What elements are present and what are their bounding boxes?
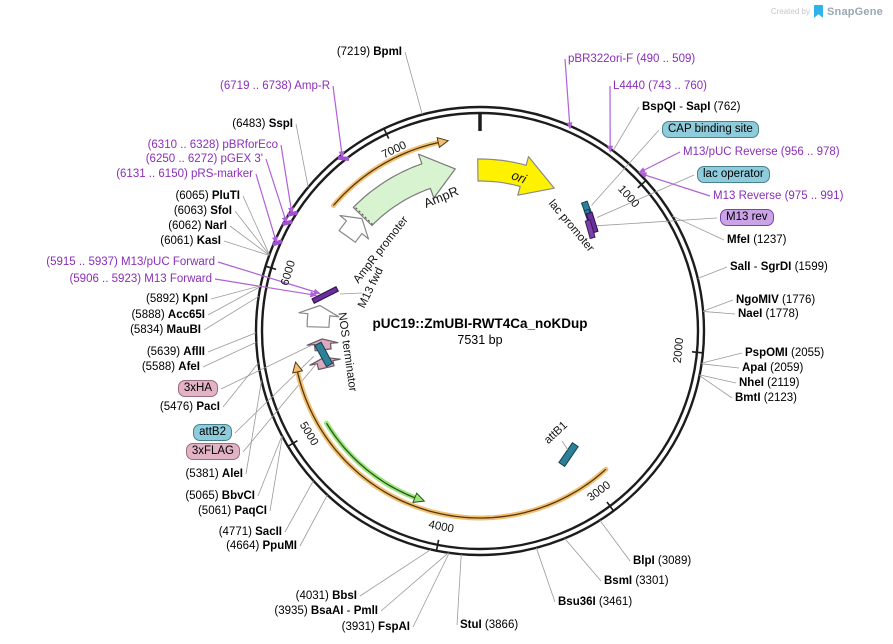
callout-line-kasi [223, 240, 270, 256]
backbone-ring-0 [254, 105, 706, 557]
callout-line-m13-forward-primer [214, 278, 316, 296]
plasmid-size: 7531 bp [457, 333, 503, 347]
callout-line-bspqi-sapi [612, 106, 640, 151]
cassette-arc-head [292, 361, 304, 374]
callout-line-naei [703, 311, 736, 315]
attb1-bar [558, 442, 579, 468]
tick-label-6000: 6000 [279, 259, 298, 287]
m13-fwd-bar [311, 286, 339, 304]
callout-line-apai [701, 363, 740, 369]
callout-line-m13-reverse-primer [640, 173, 711, 197]
ori-label: ori [510, 167, 530, 187]
callout-line-3xflag [242, 364, 316, 453]
callout-line-bbsi [359, 549, 432, 597]
tick-1000 [637, 179, 647, 189]
callout-line-m13-rev [593, 217, 718, 227]
callout-line-ngomiv [702, 299, 734, 312]
callout-line-paci [222, 362, 259, 408]
watermark: Created by SnapGene [771, 5, 883, 18]
callout-arrowhead-pbr322ori-f-primer [566, 122, 573, 130]
callout-line-stui [456, 554, 462, 626]
callout-line-amp-r-primer [332, 85, 343, 157]
tick-2000 [691, 351, 704, 354]
callout-line-kpni [210, 285, 261, 300]
amp-r-primer-mark [337, 155, 350, 162]
callout-line-ppumi [299, 494, 328, 547]
callout-line-pbr322ori-f-primer [564, 58, 571, 129]
callout-arrowhead-m13-puc-forward-primer [313, 288, 321, 295]
callout-line-m13-puc-forward-primer [217, 261, 320, 294]
ori-arrow [477, 156, 555, 196]
callout-line-bmti [699, 375, 733, 399]
callout-line-bpmi [404, 51, 423, 115]
orf-arc-green-band [324, 420, 418, 501]
tick-5000 [287, 439, 298, 448]
callout-line-bsu36i [535, 547, 556, 603]
ampr-gene-arrow [352, 153, 456, 227]
callout-line-paqci [269, 436, 283, 512]
tick-4000 [435, 539, 440, 552]
callout-line-sacii [284, 480, 314, 533]
callout-line-pspomi [701, 352, 743, 364]
attb1-label: attB1 [542, 419, 570, 446]
plasmid-name: pUC19::ZmUBI-RWT4Ca_noKDup [372, 316, 588, 331]
tick-label-4000: 4000 [427, 519, 454, 536]
callout-line-bbvci [257, 435, 283, 497]
tick-3000 [606, 501, 615, 512]
callout-line-aflii [207, 332, 257, 353]
watermark-created-by: Created by [770, 7, 810, 16]
m13-rev-bar [584, 219, 596, 240]
callout-line-prs-marker-primer [255, 173, 277, 243]
ampr-promoter-arrow [338, 214, 370, 243]
callout-line-alei [245, 380, 262, 475]
callout-line-bsaai-pmli [380, 552, 449, 612]
watermark-brand: SnapGene [826, 5, 883, 18]
callout-line-sali-sgrdi [697, 266, 728, 279]
attb2-bar [314, 341, 334, 368]
nos-terminator-label: NOS terminator [335, 312, 358, 393]
snapgene-logo-icon [813, 5, 823, 18]
callout-line-acc65i [207, 286, 261, 316]
tick-label-1000: 1000 [615, 183, 641, 210]
callout-line-pbrforeco-primer [280, 144, 293, 214]
pgex-3-primer-mark [281, 219, 293, 227]
callout-arrowhead-m13-forward-primer [309, 291, 318, 298]
callout-line-afei [202, 341, 257, 368]
nos-terminator-arrow [298, 304, 340, 328]
plasmid-title: pUC19::ZmUBI-RWT4Ca_noKDup 7531 bp [373, 316, 588, 347]
callout-line-maubi [203, 296, 259, 331]
tick-label-2000: 2000 [672, 337, 686, 364]
orf-arc-top-core [332, 141, 439, 206]
callout-arrowhead-m13-reverse-primer [639, 172, 648, 179]
orf-arc-top-head [436, 136, 450, 149]
callout-arrowhead-amp-r-primer [338, 151, 345, 159]
callout-line-pgex-3-primer [265, 158, 287, 223]
callout-arrowhead-m13-puc-reverse-primer [638, 167, 646, 174]
callout-line-nari [229, 225, 270, 256]
callout-line-mfei [672, 215, 725, 241]
callout-arrowhead-l4440-primer [607, 145, 614, 153]
callout-line-lac-operator [596, 174, 695, 218]
tick-6000 [264, 265, 277, 271]
m13-fwd-label-line [339, 292, 363, 295]
callout-line-nhei [699, 374, 737, 384]
callout-line-m13-puc-reverse-primer [639, 151, 681, 173]
attb1-label-line [561, 440, 569, 451]
callout-line-3xha [220, 345, 311, 390]
orf-arc-green-core [325, 422, 416, 499]
pbrforeco-primer-mark [287, 210, 298, 217]
callout-line-blpi [599, 520, 631, 562]
callout-line-sspi [295, 123, 309, 188]
callout-line-pluti [242, 195, 270, 255]
tick-7000 [383, 127, 390, 139]
cassette-arc-core [296, 371, 607, 519]
prs-marker-primer-mark [271, 239, 283, 247]
callout-line-cap-binding-site [591, 129, 660, 206]
callout-line-sfoi [234, 210, 270, 256]
orf-arc-green-head [412, 492, 426, 503]
callout-line-bsmi [564, 538, 602, 582]
callout-line-fspai [412, 552, 450, 628]
